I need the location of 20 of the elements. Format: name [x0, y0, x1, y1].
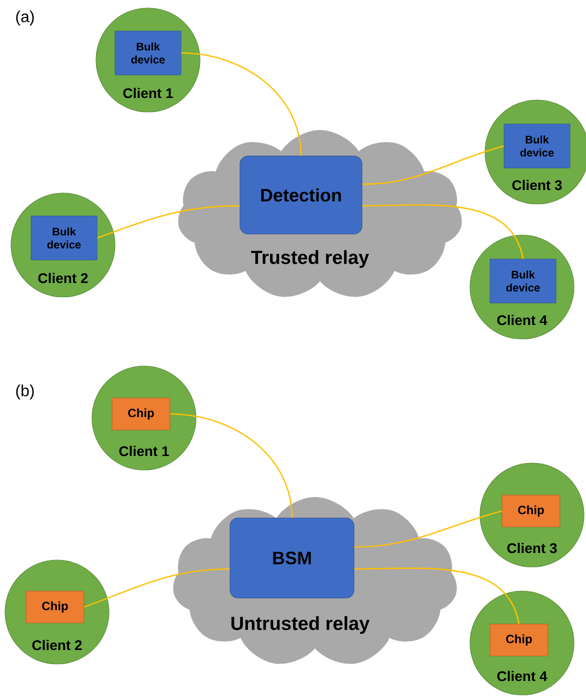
connector-line	[362, 145, 504, 185]
device-box: Bulk device	[504, 124, 570, 168]
connector-line	[362, 204, 524, 259]
panel-label: (a)	[16, 10, 34, 26]
connector-line	[181, 52, 302, 156]
relay-box: Detection	[240, 156, 362, 234]
connector-line	[84, 568, 230, 608]
panel-label: (b)	[16, 384, 34, 400]
device-box: Bulk device	[114, 30, 182, 76]
relay-box: BSM	[230, 518, 354, 598]
connector-line	[170, 413, 293, 518]
connector-line	[96, 205, 240, 239]
chip-box: Chip	[490, 624, 548, 656]
connector-line	[354, 510, 502, 548]
device-box: Bulk device	[490, 258, 556, 304]
chip-box: Chip	[26, 590, 84, 624]
device-box: Bulk device	[30, 216, 98, 260]
connector-line	[354, 568, 520, 624]
chip-box: Chip	[112, 398, 170, 430]
chip-box: Chip	[502, 494, 560, 528]
